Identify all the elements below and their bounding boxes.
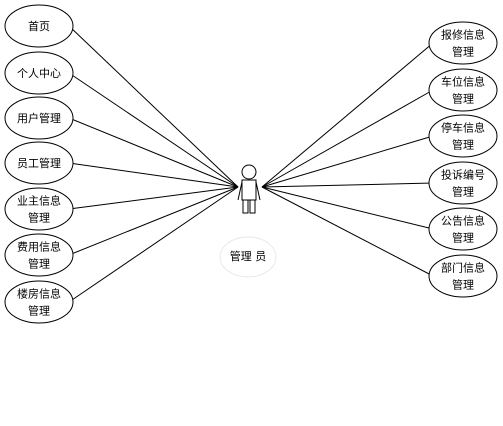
association-line-user-mgmt — [68, 117, 239, 188]
usecase-ellipse — [428, 254, 498, 298]
usecase-user-mgmt: 用户管理 — [4, 96, 74, 140]
association-line-notice-info-mgmt — [261, 186, 434, 230]
usecase-ellipse — [4, 141, 74, 185]
actor-leg-right — [249, 199, 256, 214]
usecase-label: 个人中心 — [17, 67, 61, 80]
usecase-ellipse — [4, 51, 74, 95]
usecase-label: 费用信息 — [17, 240, 61, 254]
usecase-label: 管理 — [28, 304, 50, 318]
actor-administrator: 管理 员 — [219, 164, 277, 278]
usecase-label: 公告信息 — [441, 214, 485, 228]
usecase-label: 部门信息 — [441, 261, 485, 275]
usecase-label: 楼房信息 — [17, 287, 61, 301]
usecase-label: 管理 — [452, 278, 474, 292]
association-line-owner-info-mgmt — [68, 186, 239, 210]
association-line-staff-mgmt — [68, 162, 239, 188]
association-line-repair-info-mgmt — [261, 42, 434, 188]
usecase-label: 管理 — [452, 185, 474, 199]
use-cases: 首页个人中心用户管理员工管理业主信息管理费用信息管理楼房信息管理报修信息管理车位… — [4, 4, 498, 324]
usecase-label: 管理 — [452, 231, 474, 245]
usecase-label: 管理 — [452, 45, 474, 59]
usecase-ellipse — [4, 187, 74, 231]
association-line-home — [68, 25, 239, 188]
association-line-department-info-mgmt — [261, 186, 434, 277]
usecase-home: 首页 — [4, 4, 74, 48]
association-line-complaint-info-mgmt — [261, 182, 434, 188]
association-line-fee-info-mgmt — [68, 186, 239, 256]
association-line-parking-space-info-mgmt — [261, 89, 434, 188]
usecase-ellipse — [428, 161, 498, 205]
usecase-label: 管理 — [28, 257, 50, 271]
usecase-ellipse — [428, 207, 498, 251]
usecase-ellipse — [428, 68, 498, 112]
association-line-profile — [68, 72, 239, 188]
association-line-parking-info-mgmt — [261, 135, 434, 188]
usecase-label: 车位信息 — [441, 75, 485, 89]
association-lines — [68, 25, 434, 303]
actor-leg-left — [242, 199, 249, 214]
usecase-profile: 个人中心 — [4, 51, 74, 95]
actor-arm-right — [255, 181, 261, 201]
usecase-label: 业主信息 — [17, 194, 61, 208]
actor-arm-left — [237, 181, 243, 201]
usecase-ellipse — [4, 4, 74, 48]
usecase-ellipse — [4, 280, 74, 324]
usecase-label: 投诉编号 — [441, 168, 485, 182]
actor-head — [241, 164, 257, 180]
usecase-label: 管理 — [452, 138, 474, 152]
association-line-building-info-mgmt — [68, 186, 239, 303]
usecase-ellipse — [428, 21, 498, 65]
actor-body — [241, 179, 257, 201]
usecase-staff-mgmt: 员工管理 — [4, 141, 74, 185]
actor-label-bubble — [219, 236, 277, 278]
usecase-ellipse — [4, 96, 74, 140]
usecase-label: 首页 — [28, 19, 50, 33]
usecase-label: 用户管理 — [17, 111, 61, 125]
usecase-ellipse — [428, 114, 498, 158]
actor-label: 管理 员 — [230, 249, 267, 263]
usecase-label: 管理 — [452, 92, 474, 106]
usecase-label: 停车信息 — [441, 121, 485, 135]
usecase-label: 员工管理 — [17, 156, 61, 170]
usecase-label: 管理 — [28, 211, 50, 225]
usecase-ellipse — [4, 233, 74, 277]
usecase-label: 报修信息 — [441, 28, 485, 42]
